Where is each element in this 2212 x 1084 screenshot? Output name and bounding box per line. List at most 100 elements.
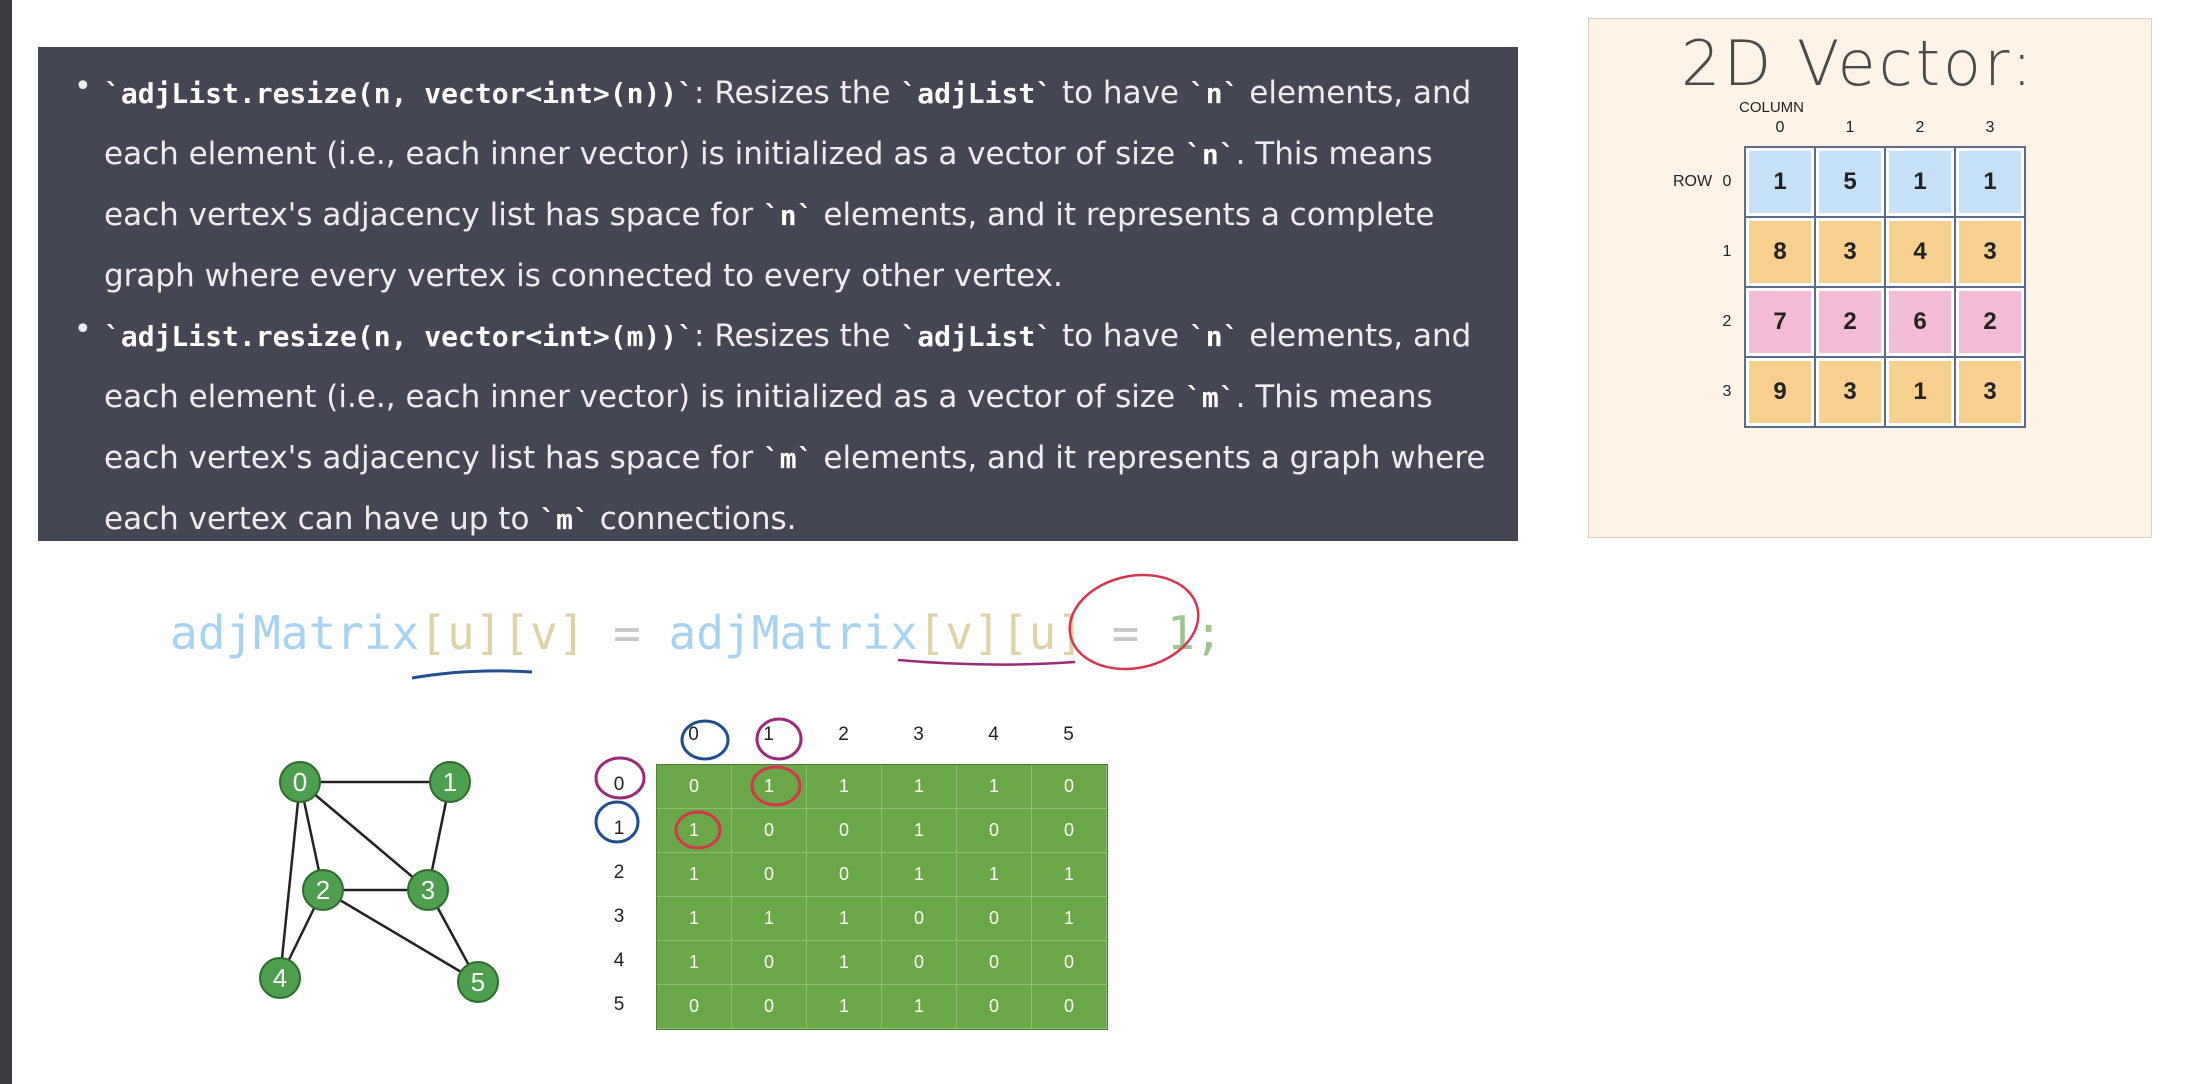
code-operator: = (585, 606, 669, 660)
vector-row-index: 0 (1722, 173, 1732, 190)
vector-row-index: 2 (1722, 313, 1732, 330)
graph-node: 5 (457, 961, 499, 1003)
explanation-list: `adjList.resize(n, vector<int>(n))` : Res… (74, 57, 1494, 550)
vector-cell: 2 (1956, 288, 2024, 356)
matrix-col-label: 0 (688, 724, 699, 745)
inline-code: `adjList` (900, 77, 1053, 110)
matrix-cell: 0 (1032, 809, 1107, 853)
matrix-row-label: 3 (613, 906, 625, 927)
matrix-row-label: 1 (613, 818, 625, 839)
graph-edge (278, 781, 302, 979)
graph-node-label: 2 (316, 875, 330, 905)
inline-code: `n` (1185, 138, 1236, 171)
vector-cell: 1 (1886, 148, 1954, 216)
vector-cell: 4 (1886, 218, 1954, 286)
matrix-row-label: 5 (613, 994, 625, 1015)
vector-col-index: 3 (1985, 119, 1995, 136)
vector-col-index: 2 (1915, 119, 1925, 136)
graph-node-label: 1 (443, 767, 457, 797)
inline-code: `m` (1185, 381, 1236, 414)
matrix-cell: 0 (657, 765, 732, 809)
matrix-cell: 1 (882, 765, 957, 809)
graph-node-circle (457, 961, 499, 1003)
vector-cell: 3 (1816, 358, 1884, 426)
row-label: ROW (1673, 173, 1713, 190)
vector-cell: 2 (1816, 288, 1884, 356)
graph-node: 1 (429, 761, 471, 803)
matrix-cell: 0 (807, 853, 882, 897)
underline-annotation (897, 658, 1076, 666)
matrix-cell: 1 (1032, 897, 1107, 941)
vector-col-index: 1 (1845, 119, 1855, 136)
graph-node-circle (429, 761, 471, 803)
vector-row-index: 1 (1722, 243, 1732, 260)
matrix-cell: 1 (957, 853, 1032, 897)
matrix-cell: 1 (657, 941, 732, 985)
matrix-col-label: 5 (1063, 724, 1074, 745)
matrix-cell: 0 (1032, 941, 1107, 985)
vector-cell: 1 (1746, 148, 1814, 216)
vector-cell: 3 (1956, 218, 2024, 286)
matrix-col-label: 1 (763, 724, 774, 745)
matrix-col-label: 3 (913, 724, 924, 745)
vector-col-index: 0 (1775, 119, 1785, 136)
explanation-text: : Resizes the (694, 318, 901, 354)
matrix-cell: 0 (732, 985, 807, 1029)
explanation-panel: `adjList.resize(n, vector<int>(n))` : Res… (38, 47, 1518, 541)
code-line: adjMatrix[u][v] = adjMatrix[v][u] = 1; (170, 606, 1222, 660)
code-identifier: adjMatrix (170, 606, 420, 660)
inline-code: `adjList.resize(n, vector<int>(m))` (104, 320, 695, 353)
code-index: [v] (917, 606, 1001, 660)
vector-cell: 1 (1956, 148, 2024, 216)
matrix-cell: 1 (807, 985, 882, 1029)
vector-cell: 8 (1746, 218, 1814, 286)
vector-title: 2D Vector: (1681, 27, 2036, 100)
vector-grid: 1 5 1 1 8 3 4 3 7 2 6 2 9 3 1 3 (1744, 146, 2026, 428)
undirected-graph: 0 1 2 3 4 5 (259, 761, 499, 1003)
matrix-cell: 1 (657, 853, 732, 897)
matrix-cell: 1 (807, 897, 882, 941)
code-literal: 1; (1167, 606, 1223, 660)
explanation-text: to have (1052, 318, 1189, 354)
graph-node-circle (407, 869, 449, 911)
matrix-col-label: 2 (838, 724, 849, 745)
explanation-text: elements, and it represents a graph wher… (104, 440, 1486, 537)
graph-node-circle (302, 869, 344, 911)
explanation-text: elements, and it represents a complete g… (104, 197, 1435, 294)
graph-node-circle (279, 761, 321, 803)
graph-node-label: 4 (273, 963, 287, 993)
vector-cell: 7 (1746, 288, 1814, 356)
matrix-cell: 1 (1032, 853, 1107, 897)
graph-node: 2 (302, 869, 344, 911)
matrix-row-label: 4 (613, 950, 625, 971)
inline-code: `n` (1188, 77, 1240, 110)
matrix-cell: 1 (957, 765, 1032, 809)
matrix-cell: 1 (657, 809, 732, 853)
explanation-text: . This means each vertex's adjacency lis… (104, 136, 1433, 233)
inline-code: `m` (762, 442, 814, 475)
adjacency-matrix: 0 1 1 1 1 0 1 0 0 1 0 0 1 0 0 1 1 1 1 1 … (656, 764, 1108, 1030)
matrix-cell: 0 (957, 985, 1032, 1029)
graph-node: 3 (407, 869, 449, 911)
inline-code: `n` (762, 199, 814, 232)
matrix-row-label: 0 (613, 774, 625, 795)
graph-node-label: 3 (421, 875, 435, 905)
graph-node: 0 (279, 761, 321, 803)
vector-cell: 6 (1886, 288, 1954, 356)
explanation-text: to have (1052, 75, 1189, 111)
vector-row-index: 3 (1722, 383, 1732, 400)
inline-code: `adjList.resize(n, vector<int>(n))` (104, 77, 695, 110)
inline-code: `n` (1188, 320, 1240, 353)
underline-annotation (411, 669, 533, 680)
inline-code: `m` (539, 503, 590, 536)
matrix-cell: 1 (882, 985, 957, 1029)
graph-node-label: 0 (293, 767, 307, 797)
matrix-cell: 0 (957, 941, 1032, 985)
explanation-text: elements, and each element (i.e., each i… (104, 75, 1472, 172)
vector-diagram-card: 2D Vector: COLUMN ROW 0 1 2 3 0 1 2 3 1 … (1588, 18, 2152, 538)
code-operator: = (1083, 606, 1168, 660)
column-label: COLUMN (1739, 99, 1805, 116)
code-index: [u] (419, 606, 503, 660)
matrix-cell: 0 (1032, 985, 1107, 1029)
matrix-cell: 0 (807, 809, 882, 853)
